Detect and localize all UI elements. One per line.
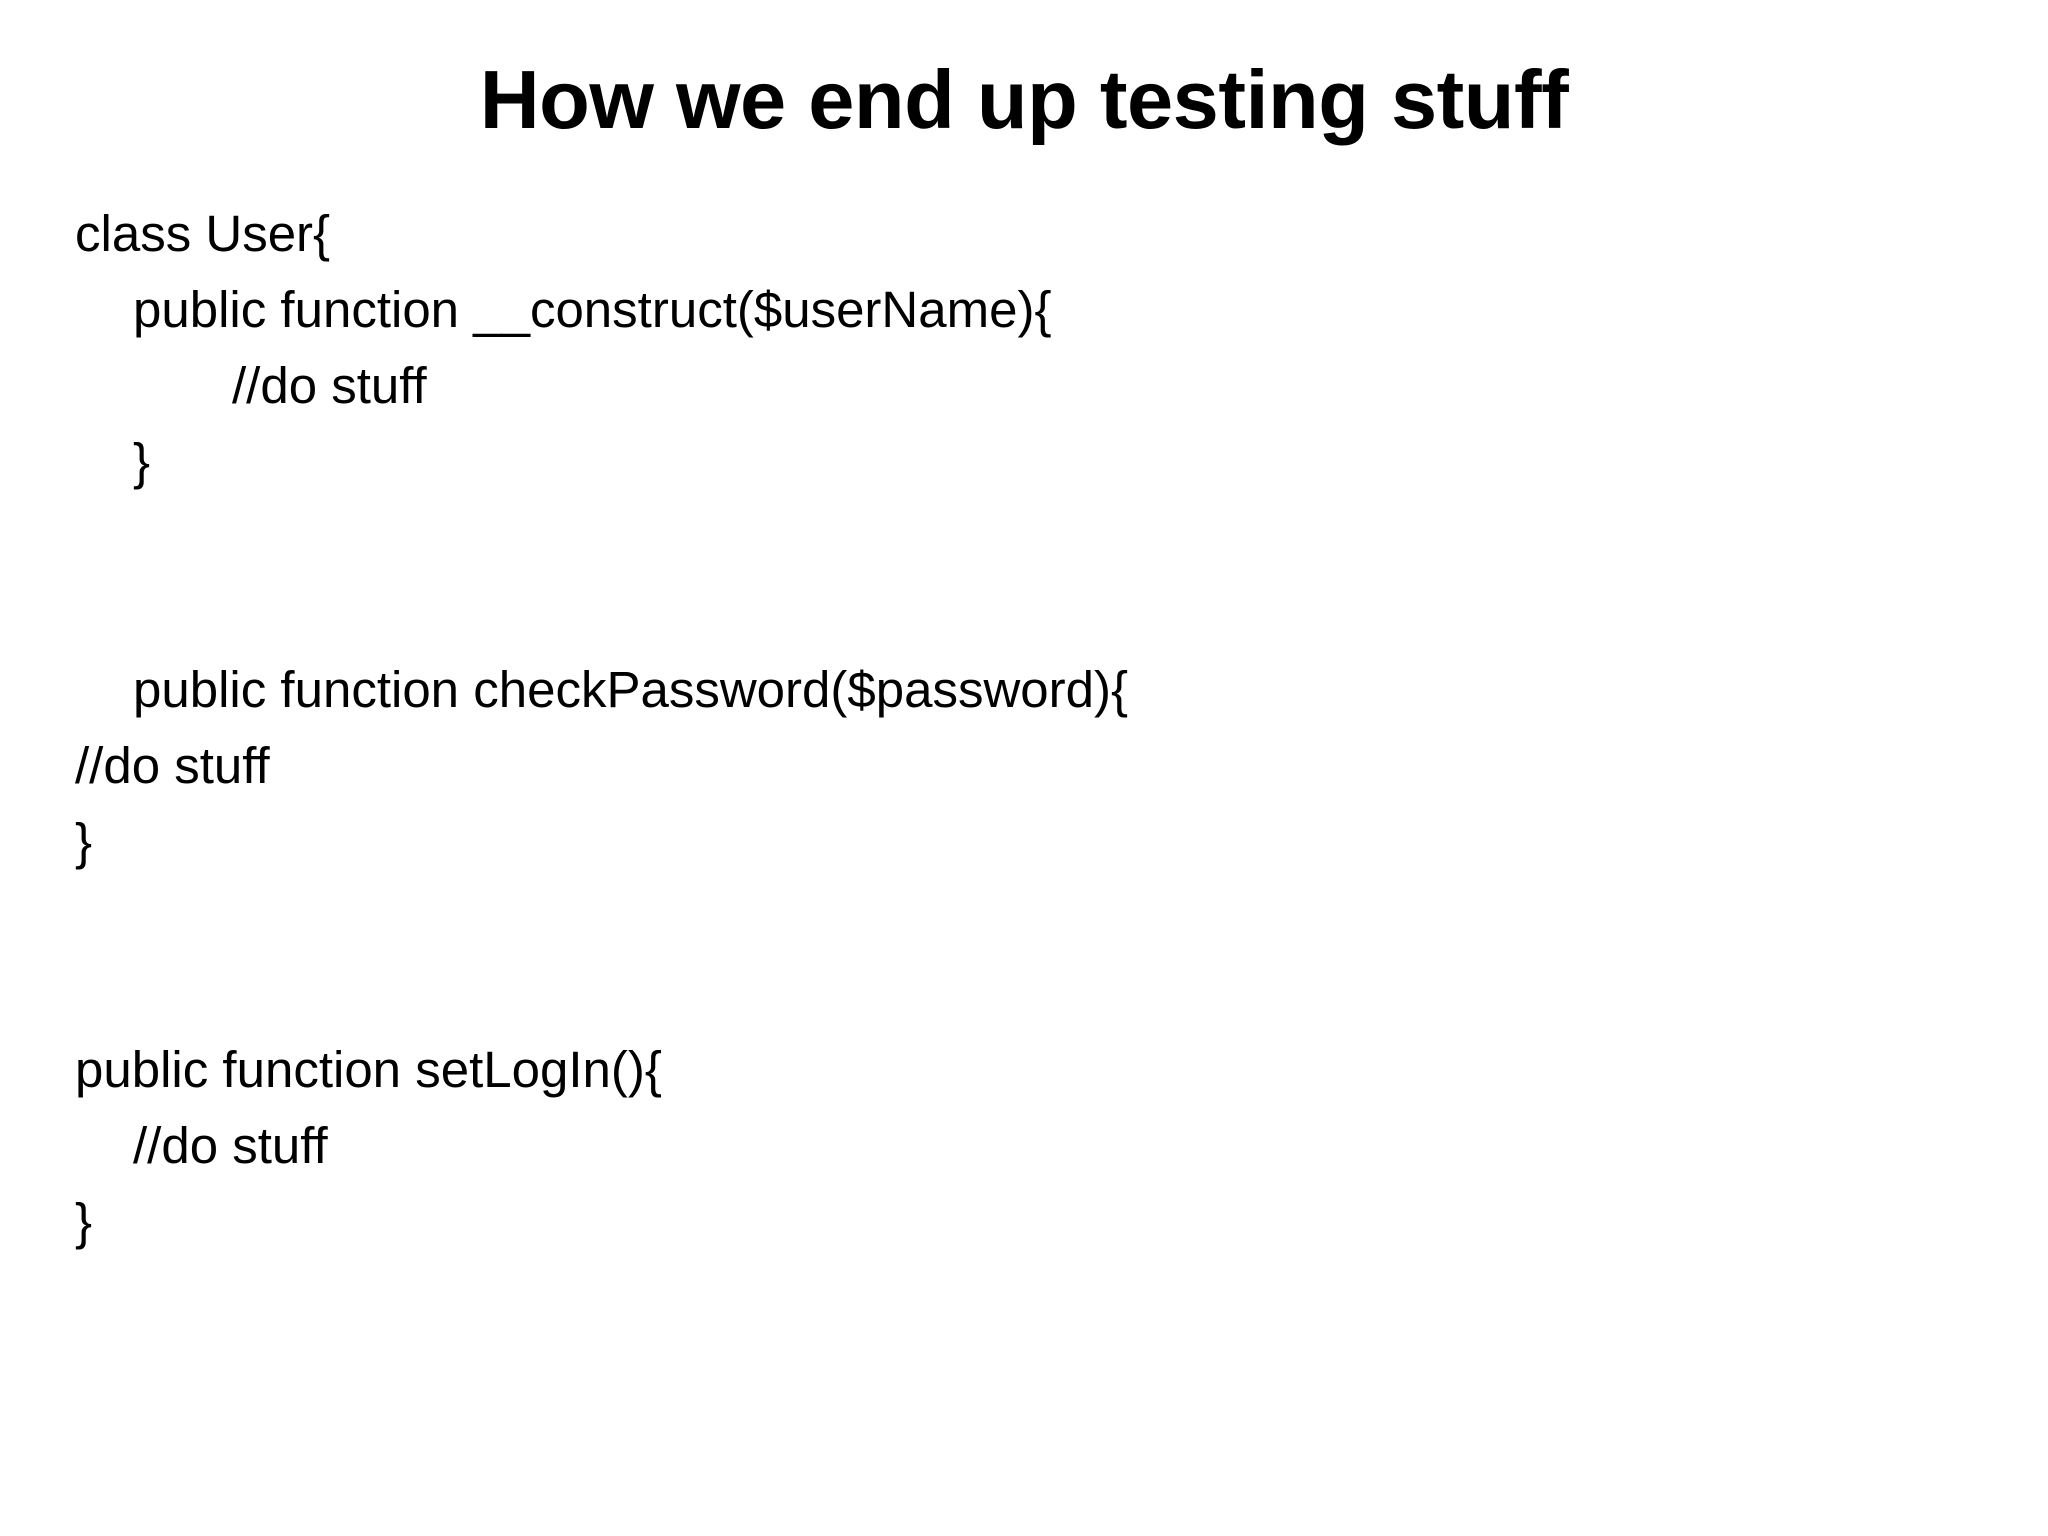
code-line: public function setLogIn(){ [75, 1041, 662, 1098]
code-line: class User{ [75, 205, 331, 262]
code-line: } [75, 1193, 93, 1250]
code-line: public function checkPassword($password)… [133, 661, 1128, 718]
page-title: How we end up testing stuff [479, 53, 1569, 146]
code-line: } [133, 433, 151, 490]
code-line-blank [75, 500, 1975, 576]
code-line-blank [75, 880, 1975, 956]
code-line: //do stuff [133, 1117, 328, 1174]
code-line: //do stuff [232, 357, 427, 414]
code-line-blank [75, 956, 1975, 1032]
code-line: public function __construct($userName){ [133, 281, 1052, 338]
code-line: } [75, 813, 93, 870]
code-line: //do stuff [75, 737, 270, 794]
code-block: class User{ public function __construct($… [75, 196, 1975, 1260]
code-line-blank [75, 576, 1975, 652]
